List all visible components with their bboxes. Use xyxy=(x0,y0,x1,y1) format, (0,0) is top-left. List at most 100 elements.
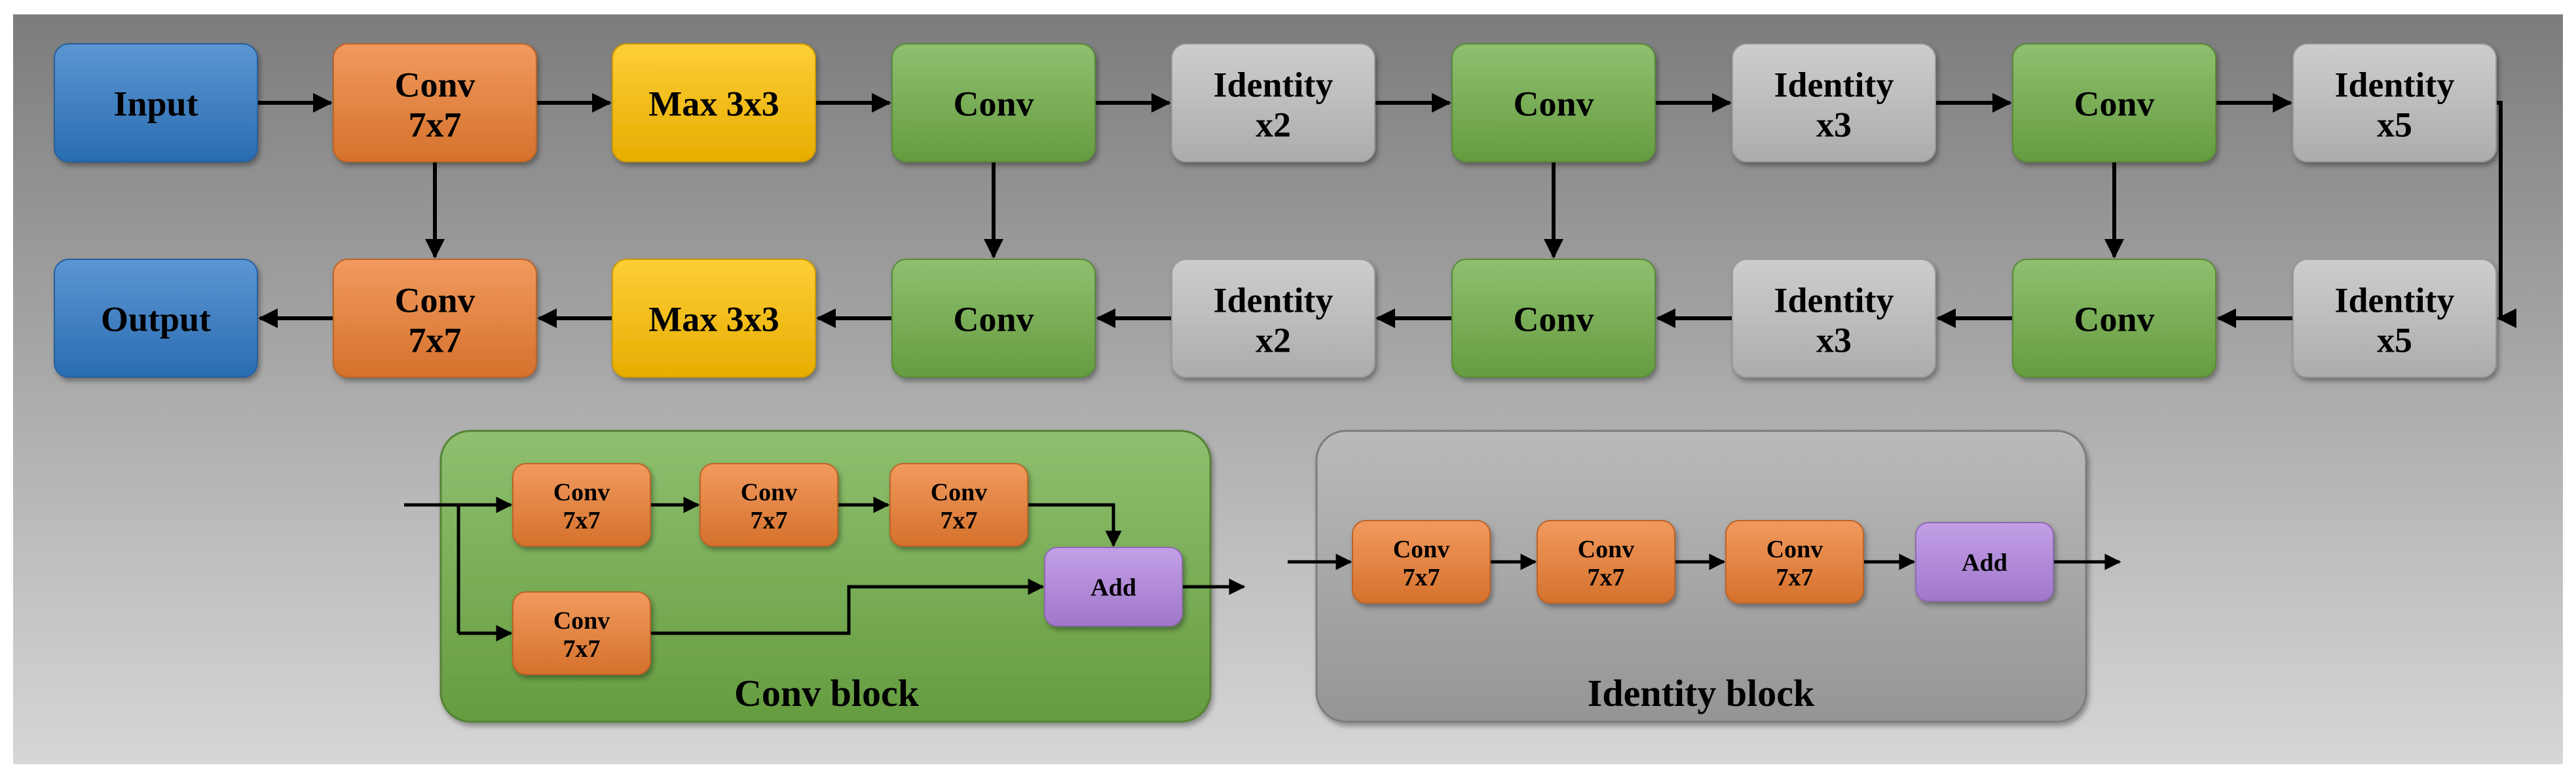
top-conv7x7-node-sublabel: 7x7 xyxy=(409,105,462,144)
identity-block-title: Identity block xyxy=(1588,672,1815,714)
top-conv-c-node-label: Conv xyxy=(2074,84,2154,123)
top-conv-c-node: Conv xyxy=(2012,43,2216,162)
top-conv-b-node-label: Conv xyxy=(1513,84,1594,123)
conv-block-main-3-node-label: Conv xyxy=(931,479,988,506)
conv-block-main-3-node-sublabel: 7x7 xyxy=(941,507,978,534)
top-max-node-label: Max 3x3 xyxy=(648,84,779,123)
conv-block-shortcut-node-label: Conv xyxy=(553,607,610,635)
identity-block-add-node: Add xyxy=(1915,522,2054,602)
bottom-identity-b-node-label: Identity xyxy=(1774,280,1894,320)
bottom-identity-c-node-label: Identity xyxy=(2334,280,2454,320)
bottom-max-node: Max 3x3 xyxy=(612,259,816,378)
bottom-conv7x7-node-box xyxy=(333,259,537,378)
bottom-identity-c-node-sublabel: x5 xyxy=(2377,320,2412,360)
identity-block-main-3-node-box xyxy=(1725,520,1864,604)
bottom-output-node: Output xyxy=(54,259,258,378)
top-identity-b-node-sublabel: x3 xyxy=(1816,105,1852,144)
bottom-conv7x7-node-label: Conv xyxy=(394,280,475,320)
bottom-output-node-box xyxy=(54,259,258,378)
identity-block-main-3-node-sublabel: 7x7 xyxy=(1776,564,1814,591)
top-conv-b-node-box xyxy=(1451,43,1656,162)
conv-block-title: Conv block xyxy=(734,672,920,714)
top-identity-c-node-sublabel: x5 xyxy=(2377,105,2412,144)
identity-block-main-3-node-label: Conv xyxy=(1766,536,1823,563)
identity-block-add-node-box xyxy=(1915,522,2054,602)
identity-block-main-1-node-sublabel: 7x7 xyxy=(1403,564,1440,591)
top-input-node: Input xyxy=(54,43,258,162)
top-conv-c-node-box xyxy=(2012,43,2216,162)
top-identity-c-node-box xyxy=(2292,43,2497,162)
top-conv-a-node-label: Conv xyxy=(953,84,1034,123)
top-conv-b-node: Conv xyxy=(1451,43,1656,162)
bottom-identity-c-node-box xyxy=(2292,259,2497,378)
top-identity-b-node-label: Identity xyxy=(1774,65,1894,104)
conv-block-main-2-node-sublabel: 7x7 xyxy=(751,507,788,534)
conv-block-main-2-node-box xyxy=(700,463,838,547)
bottom-max-node-box xyxy=(612,259,816,378)
conv-block-main-1-node-box xyxy=(512,463,651,547)
top-identity-b-node-box xyxy=(1732,43,1936,162)
top-input-node-box xyxy=(54,43,258,162)
identity-block-add-node-label: Add xyxy=(1962,549,2007,577)
bottom-output-node-label: Output xyxy=(101,299,211,339)
top-conv7x7-node-box xyxy=(333,43,537,162)
identity-block-main-2-node-label: Conv xyxy=(1578,536,1635,563)
conv-block-add-node-box xyxy=(1044,547,1183,627)
top-input-node-label: Input xyxy=(113,84,198,123)
bottom-max-node-label: Max 3x3 xyxy=(648,299,779,339)
conv-block-main-1-node-label: Conv xyxy=(553,479,610,506)
bottom-conv-c-node-box xyxy=(2012,259,2216,378)
top-max-node-box xyxy=(612,43,816,162)
bottom-conv-c-node: Conv xyxy=(2012,259,2216,378)
identity-block-panel-bg xyxy=(1315,430,2087,723)
conv-block-main-2-node-label: Conv xyxy=(741,479,798,506)
conv-block-shortcut-node-sublabel: 7x7 xyxy=(563,635,601,663)
conv-block-add-node: Add xyxy=(1044,547,1183,627)
conv-block-shortcut-node-box xyxy=(512,591,651,675)
wrap-arrow xyxy=(2496,101,2516,328)
bottom-conv-a-node: Conv xyxy=(891,259,1096,378)
identity-block-main-2-node-sublabel: 7x7 xyxy=(1588,564,1625,591)
top-max-node: Max 3x3 xyxy=(612,43,816,162)
top-identity-a-node-box xyxy=(1171,43,1375,162)
conv-block-shortcut-arrow xyxy=(650,578,1045,635)
bottom-conv-b-node-label: Conv xyxy=(1513,299,1594,339)
identity-block-panel: Identity block xyxy=(1315,430,2087,723)
identity-block-main-1-node-box xyxy=(1352,520,1491,604)
top-identity-a-node-label: Identity xyxy=(1213,65,1333,104)
bottom-conv-b-node-box xyxy=(1451,259,1656,378)
panel-arrows-layer xyxy=(404,496,2121,642)
top-conv-a-node: Conv xyxy=(891,43,1096,162)
bottom-identity-b-node-box xyxy=(1732,259,1936,378)
conv-block-main-1-node-sublabel: 7x7 xyxy=(563,507,601,534)
identity-block-main-1-node-label: Conv xyxy=(1393,536,1450,563)
top-conv7x7-node-label: Conv xyxy=(394,65,475,104)
conv-block-main-3-node-box xyxy=(889,463,1028,547)
bottom-identity-a-node-label: Identity xyxy=(1213,280,1333,320)
bottom-conv7x7-node-sublabel: 7x7 xyxy=(409,320,462,360)
identity-block-main-2-node-box xyxy=(1537,520,1675,604)
top-conv-a-node-box xyxy=(891,43,1096,162)
bottom-identity-a-node-sublabel: x2 xyxy=(1256,320,1291,360)
bottom-conv-a-node-box xyxy=(891,259,1096,378)
top-identity-c-node-label: Identity xyxy=(2334,65,2454,104)
top-identity-a-node-sublabel: x2 xyxy=(1256,105,1291,144)
bottom-conv-b-node: Conv xyxy=(1451,259,1656,378)
bottom-identity-a-node-box xyxy=(1171,259,1375,378)
